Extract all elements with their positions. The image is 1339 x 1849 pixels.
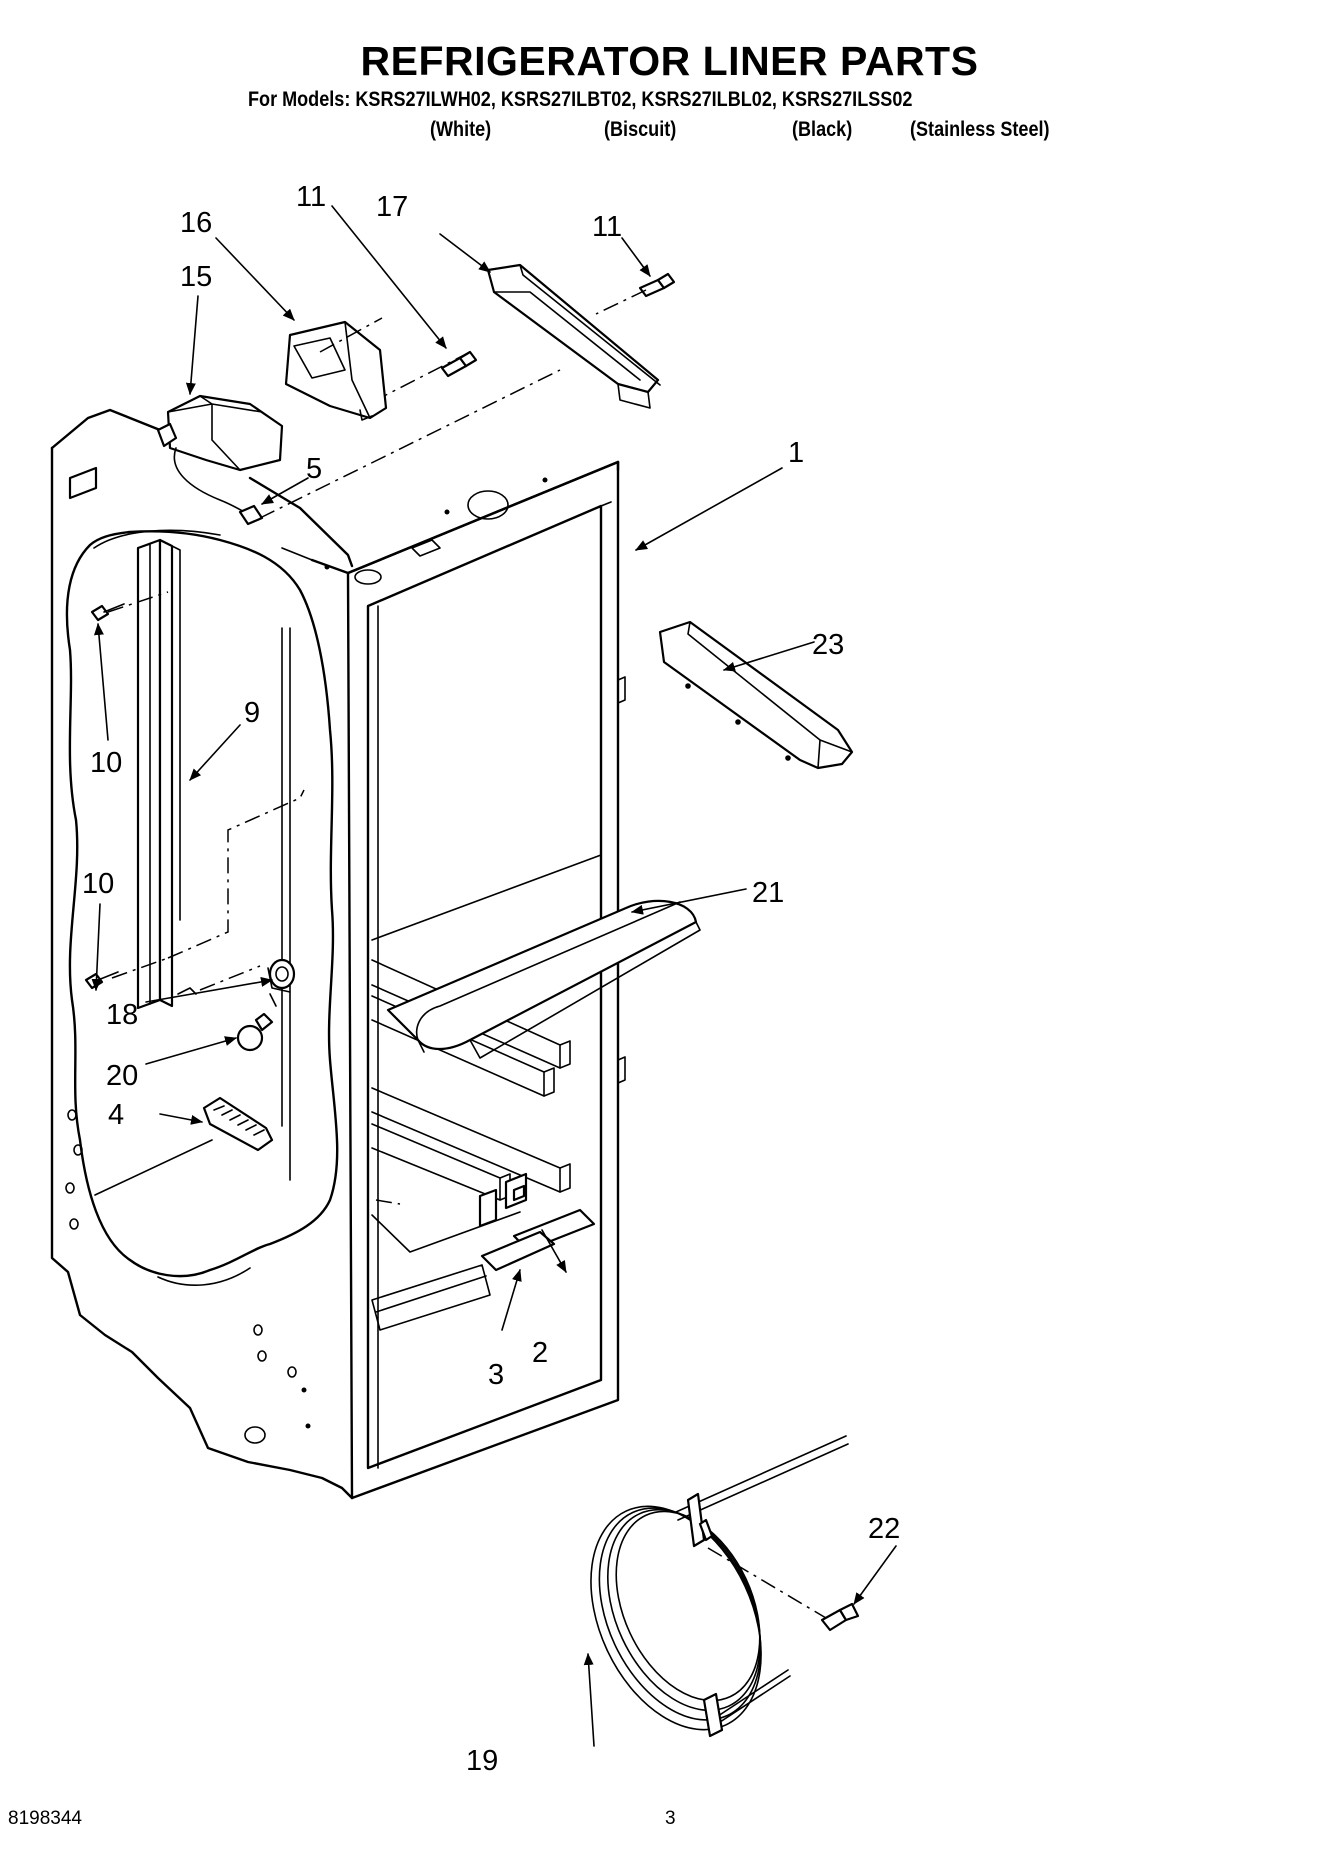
vertical-shelf-rail — [136, 538, 181, 1010]
page-title: REFRIGERATOR LINER PARTS — [360, 38, 979, 84]
callout-18: 18 — [106, 999, 138, 1031]
callout-17: 17 — [376, 191, 408, 223]
callout-3: 3 — [488, 1359, 504, 1391]
callout-19: 19 — [466, 1745, 498, 1777]
top-track — [486, 263, 661, 409]
screw-10-lower — [84, 971, 119, 990]
screw-10-upper — [90, 603, 125, 622]
callout-10-lower: 10 — [82, 868, 114, 900]
wire-connector — [238, 504, 264, 526]
duct-cover — [658, 620, 854, 770]
callout-16: 16 — [180, 207, 212, 239]
callout-10-upper: 10 — [90, 747, 122, 779]
callout-15: 15 — [180, 261, 212, 293]
socket-screw — [177, 965, 261, 995]
control-housing — [156, 394, 284, 521]
callout-5: 5 — [306, 453, 322, 485]
callout-1: 1 — [788, 437, 804, 469]
water-tube-coil — [590, 1435, 849, 1738]
finish-white: (White) — [430, 118, 492, 141]
finish-black: (Black) — [792, 118, 853, 141]
leader-lines — [91, 205, 897, 1747]
callout-11-left: 11 — [296, 181, 326, 213]
light-socket — [267, 958, 296, 993]
finish-biscuit: (Biscuit) — [604, 118, 677, 141]
model-list: For Models: KSRS27ILWH02, KSRS27ILBT02, … — [248, 88, 913, 111]
callout-11-right: 11 — [592, 211, 622, 243]
screw-11-right — [638, 272, 676, 298]
vent-grille — [202, 1096, 274, 1152]
callout-22: 22 — [868, 1513, 900, 1545]
callout-2: 2 — [532, 1337, 548, 1369]
page-number: 3 — [665, 1808, 676, 1829]
callout-4: 4 — [108, 1099, 124, 1131]
callout-23: 23 — [812, 629, 844, 661]
screw-11-left — [440, 350, 478, 378]
control-bracket — [284, 320, 388, 421]
callout-20: 20 — [106, 1060, 138, 1092]
light-bulb — [236, 993, 277, 1052]
callout-21: 21 — [752, 877, 784, 909]
callout-numbers: 1 2 3 4 5 9 10 10 11 11 15 16 17 18 19 2… — [82, 181, 900, 1777]
crisper-cover — [386, 899, 701, 1059]
callout-9: 9 — [244, 697, 260, 729]
alignment-lines — [107, 289, 827, 1619]
screw-22 — [820, 1602, 860, 1632]
document-number: 8198344 — [8, 1808, 82, 1829]
finish-stainless-steel: (Stainless Steel) — [910, 118, 1050, 141]
liner-labels — [478, 1172, 596, 1272]
